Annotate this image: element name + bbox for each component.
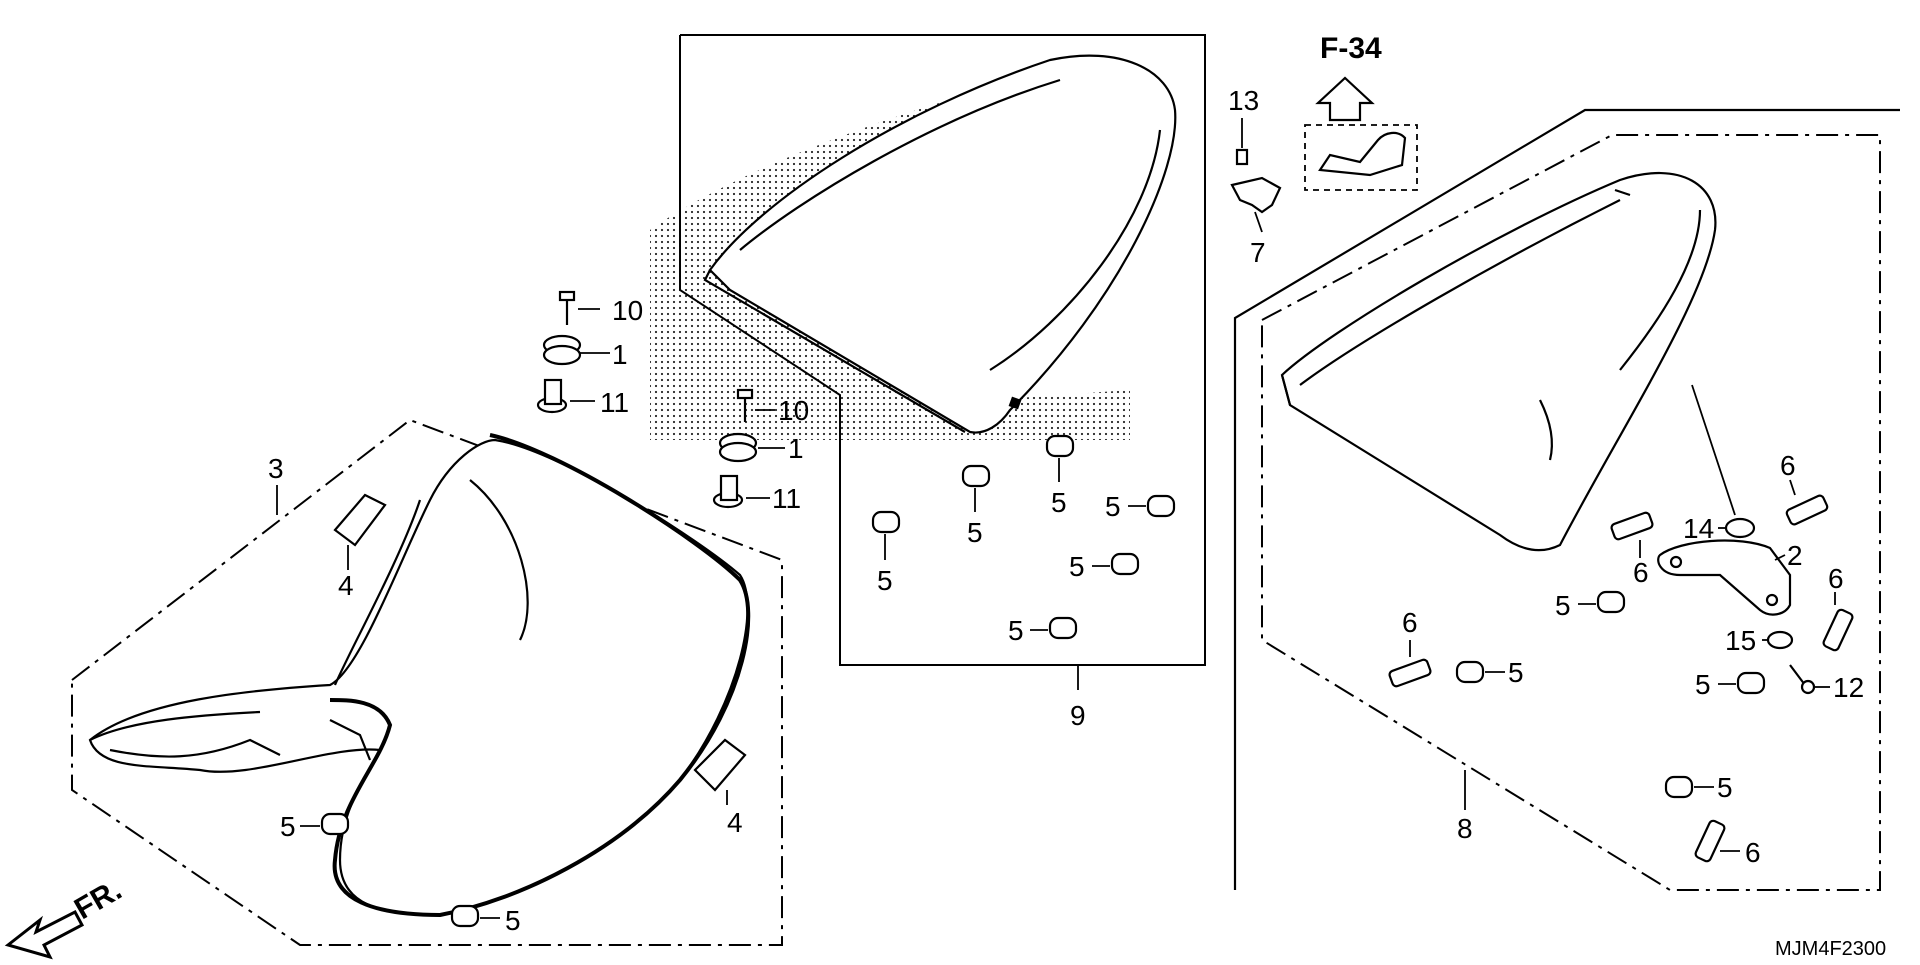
group-3-main-seat [71,418,783,946]
reference-f34: F-34 [1320,32,1382,65]
callout-13: 13 [1228,85,1259,116]
clips-4 [333,493,747,805]
callout-4a: 4 [338,570,354,601]
f34-reference [1304,76,1418,191]
callout-6d: 6 [1402,607,1418,638]
arrow-up-icon [1315,76,1375,122]
callout-8: 8 [1457,813,1473,844]
rear-seat [1280,171,1717,552]
callout-11a: 11 [600,387,629,418]
callout-10a: 10 [612,295,643,326]
callout-2: 2 [1787,540,1803,571]
callout-6c: 6 [1828,563,1844,594]
front-direction-marker: FR. [4,873,127,960]
callout-5a: 5 [280,811,296,842]
arrow-front-icon [4,909,85,960]
callout-5i: 5 [1555,590,1571,621]
part-7-lock [1230,118,1282,233]
callout-5d: 5 [967,517,983,548]
callout-4b: 4 [727,807,743,838]
callout-15: 15 [1725,625,1756,656]
callout-5c: 5 [877,565,893,596]
callout-5j: 5 [1508,657,1524,688]
group-8-rear-seat [1233,108,1900,891]
callout-11b: 11 [772,483,801,514]
callout-9: 9 [1070,700,1086,731]
callout-5k: 5 [1695,669,1711,700]
bracket-2-assembly [1657,384,1830,695]
callout-5e: 5 [1051,487,1067,518]
seat-cowl [708,54,1177,434]
callout-12: 12 [1833,672,1864,703]
callout-6a: 6 [1633,557,1649,588]
group-9-seat-cowl [650,34,1206,666]
callout-5f: 5 [1105,491,1121,522]
callout-1a: 1 [612,339,628,370]
strips-6 [1388,479,1854,863]
callout-5b: 5 [505,905,521,936]
callout-3: 3 [268,453,284,484]
cushions-5 [300,434,1766,928]
callout-5h: 5 [1008,615,1024,646]
callout-6b: 6 [1780,450,1796,481]
callout-6e: 6 [1745,837,1761,868]
callout-1b: 1 [788,433,804,464]
callout-7: 7 [1250,237,1266,268]
callout-10b: 10 [778,395,809,426]
callout-5l: 5 [1717,772,1733,803]
drawing-code: MJM4F2300 [1775,938,1886,960]
callout-14: 14 [1683,513,1714,544]
callout-5g: 5 [1069,551,1085,582]
hardware-left-stack [536,290,785,509]
